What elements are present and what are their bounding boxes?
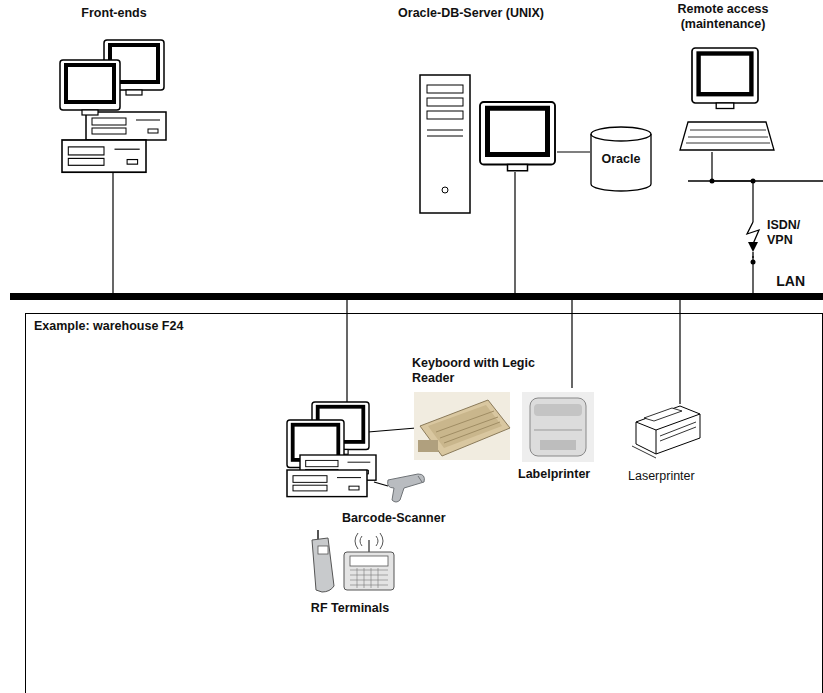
remote-computer	[688, 137, 768, 138]
keyboard-picture	[444, 422, 500, 443]
keyboard-picture	[418, 440, 438, 452]
keyboard-picture	[414, 392, 510, 460]
device-label: Labelprinter	[518, 467, 590, 482]
labelprinter-picture	[522, 392, 594, 462]
computer-group: Remote access (maintenance)	[665, 2, 781, 152]
rf-terminals-picture	[350, 568, 388, 588]
network-cable	[112, 172, 113, 293]
isdn-link-symbol	[752, 252, 753, 258]
remote-computer	[680, 48, 774, 150]
server-tower	[427, 85, 463, 93]
laserprinter-picture	[632, 446, 656, 458]
labelprinter-picture	[540, 440, 576, 450]
network-cable	[679, 300, 680, 404]
warehouse-computers	[287, 402, 376, 497]
remote-network-line	[710, 179, 715, 184]
isdn-link-symbol	[748, 242, 758, 252]
server-tower	[427, 130, 463, 131]
server-tower	[420, 75, 470, 213]
frontend-computers	[62, 140, 146, 172]
keyboard-picture	[440, 417, 498, 438]
rf-terminals-picture	[312, 538, 334, 592]
labelprinter-picture	[522, 392, 594, 462]
warehouse-wires	[346, 300, 347, 402]
database-cylinder: Oracle	[590, 126, 652, 192]
remote-computer	[686, 143, 770, 144]
device-label: Laserprinter	[628, 469, 695, 484]
region-heading: Example: warehouse F24	[34, 319, 183, 334]
warehouse-wires	[368, 428, 416, 432]
warehouse-wires	[374, 482, 388, 486]
rf-terminals-picture	[355, 533, 383, 549]
rf-terminals-picture	[312, 530, 394, 592]
barcode-scanner-picture	[388, 474, 425, 502]
laserprinter-picture	[644, 408, 682, 421]
remote-network-line	[688, 179, 823, 184]
device-group: Keyboord with Legic Reader	[412, 356, 558, 462]
frontend-computers	[60, 60, 120, 115]
device-label: Barcode-Scanner	[342, 511, 446, 526]
labelprinter-picture	[534, 430, 582, 431]
rf-terminals-picture	[368, 540, 370, 552]
laserprinter-picture	[636, 406, 700, 454]
cylinder-outline	[591, 134, 651, 141]
network-cable	[557, 151, 590, 152]
link-label: ISDN/ VPN	[765, 218, 813, 248]
server-monitor	[480, 102, 555, 171]
keyboard-picture	[414, 392, 510, 460]
server-tower	[427, 111, 463, 119]
rf-terminals-picture	[344, 552, 394, 590]
frontend-computers	[86, 112, 166, 140]
isdn-link-symbol	[747, 222, 759, 244]
computer-group: Front-ends	[55, 6, 173, 172]
remote-computer	[680, 122, 774, 150]
device-label: RF Terminals	[311, 601, 389, 616]
server-tower	[420, 75, 470, 213]
site-region: Example: warehouse F24Keyboord with Legi…	[25, 313, 823, 693]
isdn-link-symbol	[751, 260, 756, 265]
group-label: Oracle-DB-Server (UNIX)	[398, 6, 544, 21]
remote-network-line	[751, 179, 756, 184]
frontend-computers	[60, 40, 166, 172]
server-group: Oracle-DB-Server (UNIX)	[385, 6, 557, 172]
device-group: Barcode-Scanner	[342, 470, 452, 526]
device-group: Laserprinter	[628, 404, 704, 484]
rf-terminals-picture	[350, 556, 388, 566]
device-group: RF Terminals	[300, 528, 400, 616]
rf-terminals-picture	[318, 546, 328, 554]
remote-computer	[690, 130, 766, 131]
device-label: Keyboord with Legic Reader	[412, 356, 552, 386]
laserprinter-picture	[660, 427, 696, 441]
keyboard-picture	[428, 405, 502, 448]
network-label: LAN	[776, 273, 805, 290]
laserprinter-picture	[656, 430, 657, 454]
server-tower	[427, 98, 463, 106]
server-tower	[442, 187, 448, 193]
network-bus: LAN	[10, 293, 823, 300]
labelprinter-picture	[534, 404, 582, 416]
isdn-link-symbol	[744, 222, 762, 256]
device-group: Labelprinter	[518, 388, 604, 482]
network-cable	[514, 172, 515, 293]
barcode-scanner-picture	[418, 476, 422, 482]
warehouse-computers	[287, 470, 367, 497]
server-monitor	[480, 102, 555, 171]
group-label: Front-ends	[81, 6, 146, 21]
cylinder-outline	[591, 127, 651, 191]
group-label: Remote access (maintenance)	[668, 2, 778, 32]
database-label: Oracle	[602, 152, 641, 167]
isdn-link-symbol	[744, 222, 762, 265]
rf-terminals-picture	[317, 530, 319, 540]
remote-computer	[692, 48, 758, 109]
labelprinter-picture	[530, 398, 586, 456]
barcode-scanner-picture	[388, 474, 425, 502]
server-tower	[427, 136, 463, 137]
laserprinter-picture	[632, 406, 700, 458]
